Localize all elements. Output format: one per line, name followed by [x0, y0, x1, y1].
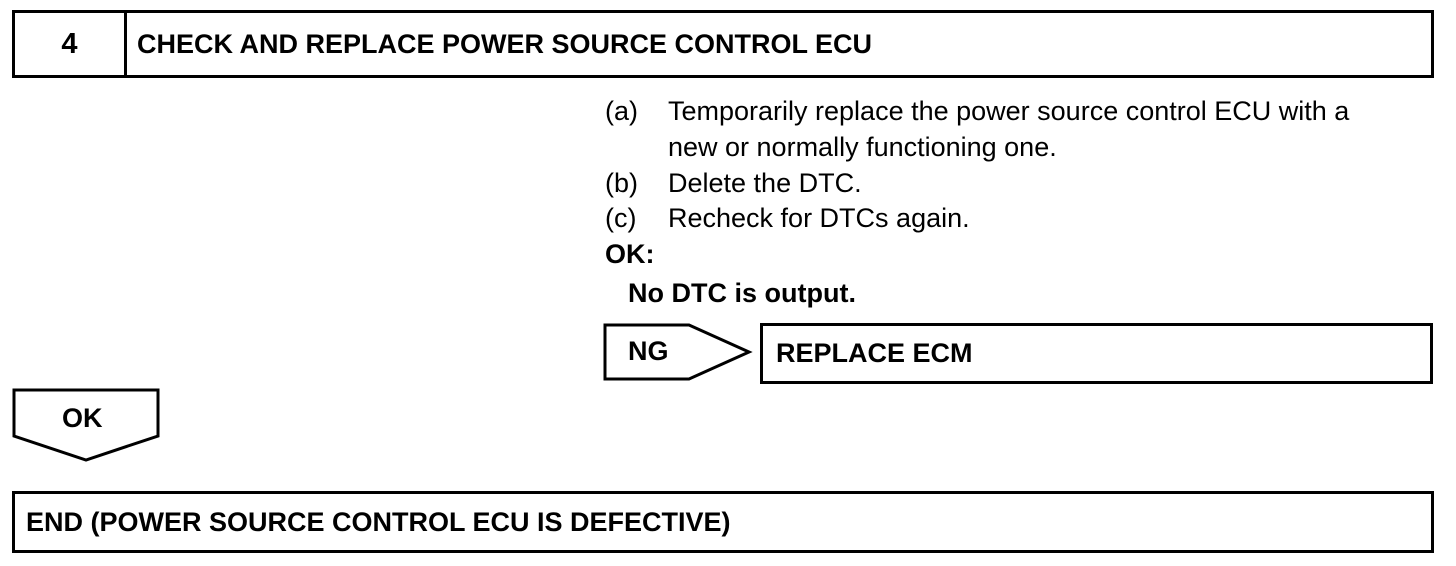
- ok-arrow-shape: [12, 388, 160, 462]
- ng-arrow-shape: [603, 323, 753, 381]
- instruction-a-continuation: new or normally functioning one.: [668, 132, 1057, 162]
- ok-heading: OK:: [605, 239, 655, 269]
- instruction-label: (c): [605, 203, 637, 233]
- ng-action-text: REPLACE ECM: [776, 338, 973, 368]
- ok-arrow-label: OK: [62, 403, 103, 433]
- end-text: END (POWER SOURCE CONTROL ECU IS DEFECTI…: [26, 506, 731, 537]
- instruction-text: Delete the DTC.: [668, 168, 862, 198]
- step-header: 4 CHECK AND REPLACE POWER SOURCE CONTROL…: [12, 10, 1434, 78]
- instruction-text: Recheck for DTCs again.: [668, 203, 970, 233]
- ng-action-box: REPLACE ECM: [760, 323, 1433, 384]
- instruction-label: (a): [605, 96, 638, 126]
- end-box: END (POWER SOURCE CONTROL ECU IS DEFECTI…: [12, 491, 1434, 553]
- instruction-label: (b): [605, 168, 638, 198]
- ok-criterion: No DTC is output.: [628, 278, 856, 308]
- step-title: CHECK AND REPLACE POWER SOURCE CONTROL E…: [137, 28, 873, 59]
- instruction-text: Temporarily replace the power source con…: [668, 96, 1350, 126]
- step-number: 4: [15, 13, 127, 75]
- ng-label: NG: [628, 336, 669, 366]
